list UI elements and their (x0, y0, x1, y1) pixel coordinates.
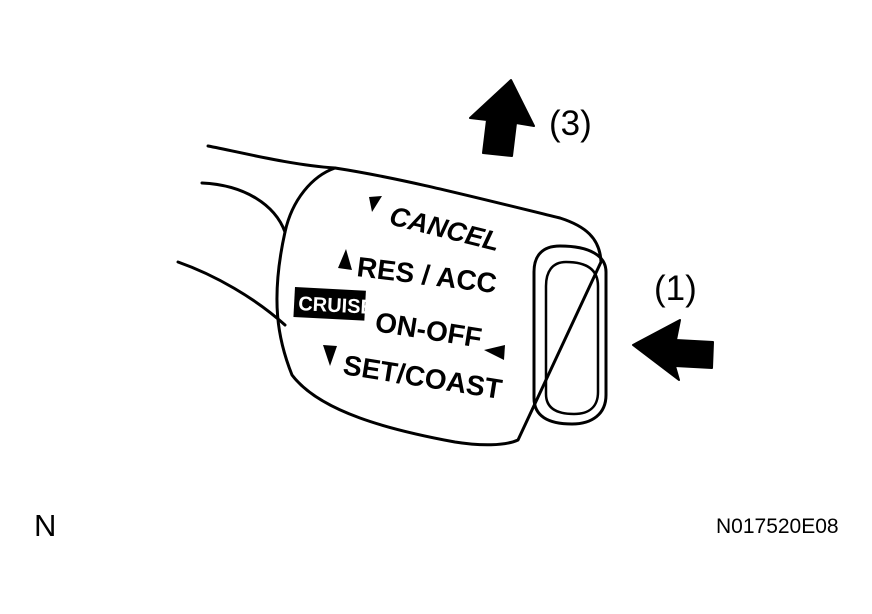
switch-body-outline (275, 166, 603, 447)
label-res-acc: RES / ACC (355, 251, 498, 299)
cruise-badge (293, 287, 366, 321)
label-set-coast: SET/COAST (341, 349, 504, 405)
end-button-inner (544, 260, 600, 416)
callout-1: (1) (654, 269, 697, 308)
stalk-top-edge (206, 144, 337, 170)
label-cancel: CANCEL (387, 201, 503, 257)
lever-stalk (176, 144, 337, 327)
stalk-bottom-edge (176, 260, 287, 327)
arrow-left-icon (632, 319, 714, 381)
end-button (532, 244, 608, 426)
end-button-outer (532, 244, 608, 426)
on-off-triangle-marker-icon (484, 345, 505, 360)
arrow-up-icon (469, 79, 535, 157)
figure-code: N017520E08 (716, 515, 839, 538)
callout-3: (3) (549, 104, 592, 143)
stalk-upper-contour (200, 181, 287, 234)
corner-label: N (34, 508, 57, 543)
set-coast-triangle-marker-icon (323, 345, 337, 366)
cancel-triangle-marker-icon (369, 196, 382, 212)
label-cruise: CRUISE (298, 293, 375, 319)
res-acc-triangle-marker-icon (338, 249, 352, 270)
label-on-off: ON-OFF (373, 306, 484, 353)
switch-labels: CANCEL RES / ACC CRUISE ON-OFF SET/COAST (293, 196, 505, 405)
